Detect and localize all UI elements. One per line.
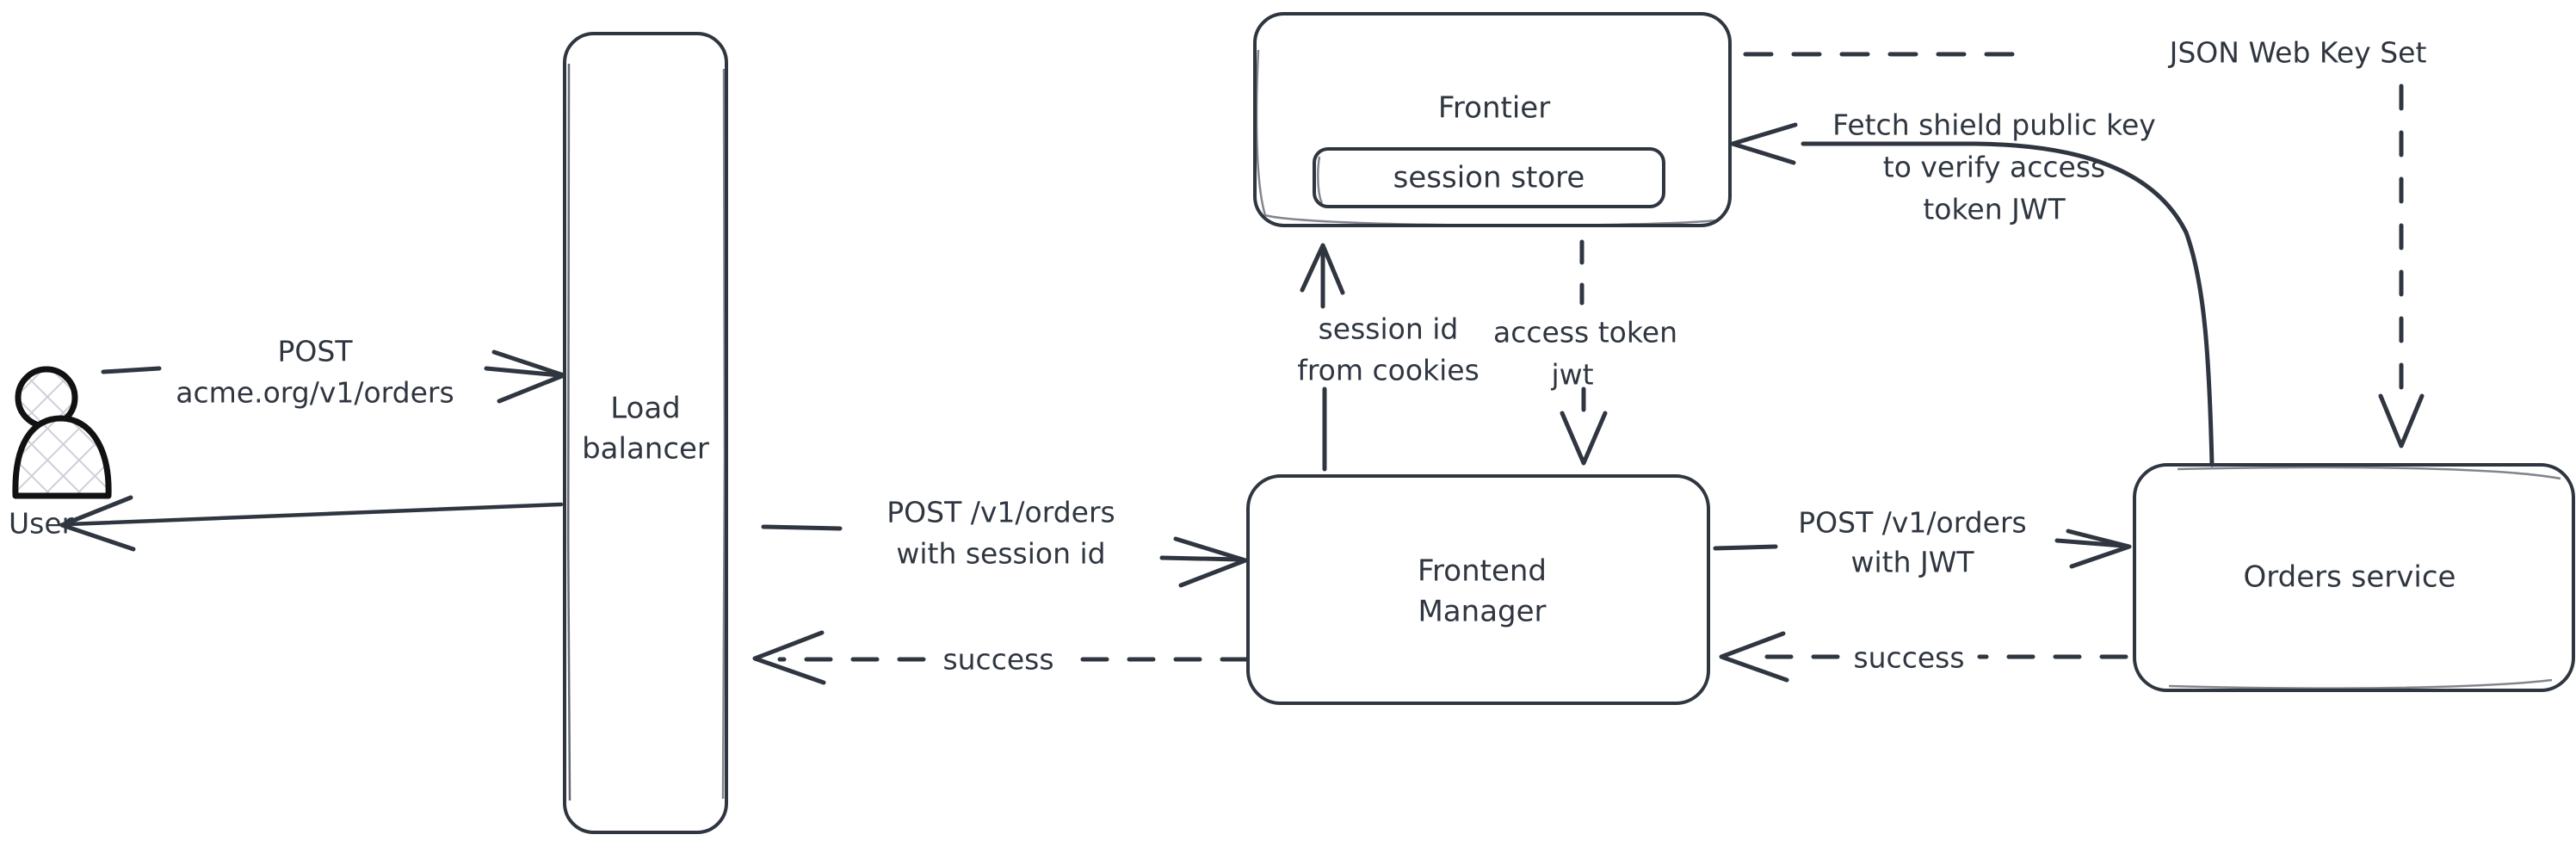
- edge-user-to-lb-line-left: [101, 366, 162, 374]
- edge-user-to-lb-label-line1: POST: [278, 335, 354, 368]
- edge-lb-to-fm-line-left: [761, 524, 843, 531]
- edge-orders-to-frontier-curve: [1973, 141, 2215, 467]
- edge-frontend-manager-to-orders-service: POST /v1/orders with JWT: [1713, 506, 2132, 579]
- frontend-manager-label-line1: Frontend: [1418, 554, 1547, 589]
- edge-frontier-to-orders-arrowhead: [2378, 393, 2425, 448]
- frontend-manager-label-line2: Manager: [1418, 595, 1546, 629]
- edge-frontier-to-orders-service: JSON Web Key Set: [1743, 36, 2427, 448]
- session-store-label: session store: [1393, 161, 1585, 195]
- edge-orders-service-to-frontend-manager: success: [1719, 631, 2128, 683]
- edge-orders-to-fm-arrowhead: [1719, 631, 1789, 683]
- edge-frontier-to-orders-label: JSON Web Key Set: [2168, 36, 2427, 70]
- load-balancer-box-sketch: [566, 63, 571, 801]
- actor-user: User: [9, 366, 112, 541]
- edge-orders-to-frontier-label-line2: to verify access: [1883, 151, 2105, 184]
- edge-fm-to-orders-label-line2: with JWT: [1850, 546, 1974, 579]
- edge-user-to-lb-line-right: [484, 366, 562, 378]
- session-store-box: [1313, 147, 1665, 208]
- edge-frontend-manager-to-frontier: session id from cookies: [1297, 243, 1480, 472]
- node-frontier[interactable]: Frontier session store: [1253, 12, 1732, 227]
- edge-fm-to-orders-label-line1: POST /v1/orders: [1798, 506, 2026, 540]
- load-balancer-box-sketch2: [721, 68, 726, 800]
- orders-service-label: Orders service: [2244, 560, 2456, 595]
- session-store-box-sketch: [1317, 156, 1324, 204]
- edge-orders-to-frontier-arrowhead: [1730, 122, 1798, 165]
- edge-lb-to-user-line: [66, 502, 564, 527]
- edge-user-to-load-balancer: POST acme.org/v1/orders: [101, 335, 566, 410]
- edge-fm-to-lb-arrowhead: [752, 630, 826, 685]
- edge-fm-to-frontier-label-line1: session id: [1319, 312, 1459, 346]
- load-balancer-label-line1: Load: [610, 392, 681, 426]
- edge-frontier-to-frontend-manager: access token jwt: [1493, 239, 1677, 466]
- edge-load-balancer-to-user: [59, 495, 564, 552]
- orders-service-box: [2133, 463, 2575, 692]
- load-balancer-box: [563, 32, 728, 834]
- node-session-store[interactable]: session store: [1313, 147, 1665, 208]
- orders-service-box-sketch: [2177, 466, 2561, 480]
- edge-orders-to-fm-label: success: [1853, 641, 1964, 675]
- edge-frontier-to-fm-label-line2: jwt: [1550, 358, 1593, 392]
- load-balancer-label-line2: balancer: [582, 432, 709, 467]
- edge-orders-service-to-frontier: Fetch shield public key to verify access…: [1730, 108, 2215, 467]
- node-load-balancer[interactable]: Load balancer: [563, 32, 728, 834]
- edge-fm-to-lb-label: success: [942, 643, 1053, 677]
- edge-lb-to-fm-label-line2: with session id: [896, 537, 1105, 571]
- frontier-box-sketch: [1255, 49, 1718, 227]
- edge-frontend-manager-to-load-balancer: success: [752, 630, 1249, 685]
- node-frontend-manager[interactable]: Frontend Manager: [1246, 474, 1710, 705]
- frontier-label: Frontier: [1438, 91, 1550, 126]
- frontend-manager-box: [1246, 474, 1710, 705]
- edge-user-to-lb-arrowhead: [491, 349, 566, 404]
- edge-lb-to-fm-line-right: [1159, 555, 1242, 562]
- person-icon-body: [12, 415, 112, 499]
- edge-lb-to-user-arrowhead: [59, 495, 136, 552]
- edge-orders-to-frontier-label-line1: Fetch shield public key: [1832, 108, 2156, 142]
- edge-frontier-to-fm-label-line1: access token: [1493, 316, 1677, 349]
- edge-fm-to-orders-line-right: [2054, 538, 2125, 548]
- edge-frontier-to-fm-arrowhead: [1560, 411, 1608, 466]
- edge-lb-to-fm-label-line1: POST /v1/orders: [886, 496, 1115, 529]
- edge-user-to-lb-label-line2: acme.org/v1/orders: [176, 376, 454, 410]
- edge-fm-to-frontier-label-line2: from cookies: [1297, 354, 1480, 387]
- node-orders-service[interactable]: Orders service: [2133, 463, 2575, 692]
- orders-service-box-sketch2: [2168, 678, 2553, 689]
- edge-load-balancer-to-frontend-manager: POST /v1/orders with session id: [761, 496, 1248, 588]
- edge-lb-to-fm-arrowhead: [1173, 536, 1248, 588]
- edge-orders-to-frontier-label-line3: token JWT: [1923, 193, 2066, 226]
- edge-fm-to-orders-line-left: [1713, 544, 1778, 551]
- edge-fm-to-orders-arrowhead: [2066, 529, 2132, 569]
- edge-fm-to-frontier-arrowhead: [1300, 243, 1345, 295]
